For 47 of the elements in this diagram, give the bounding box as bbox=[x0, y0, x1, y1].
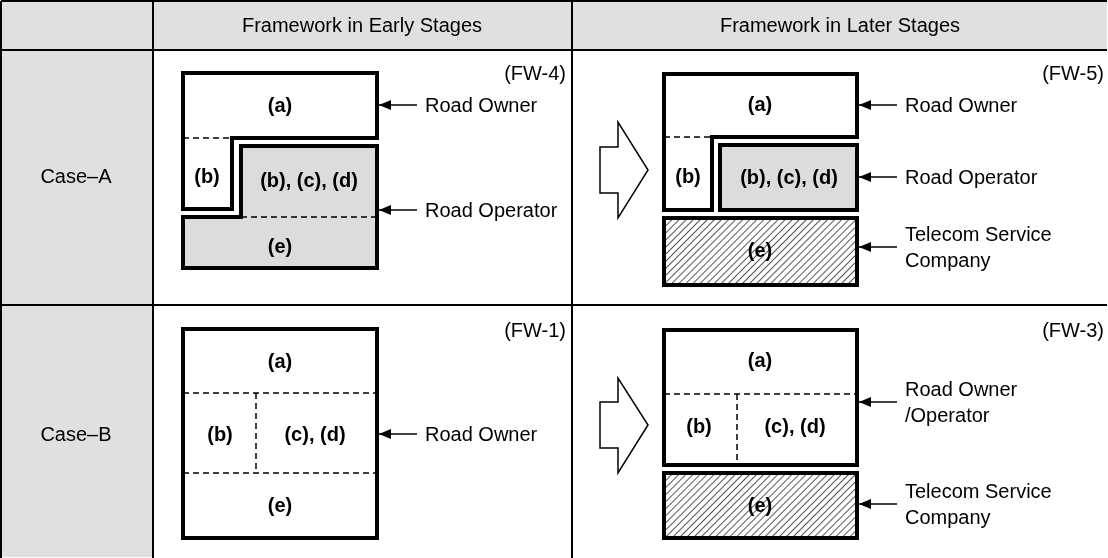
ownership-block bbox=[181, 327, 379, 540]
role-label: Road Owner bbox=[905, 92, 1018, 118]
leader-arrow bbox=[858, 100, 898, 110]
leader-arrow bbox=[858, 397, 898, 407]
row-header: Case–B bbox=[40, 422, 112, 446]
column-header: Framework in Later Stages bbox=[719, 13, 961, 37]
operator-block bbox=[718, 143, 859, 212]
operator-block bbox=[181, 144, 379, 270]
row-header: Case–A bbox=[40, 164, 112, 188]
role-label: Road Owner bbox=[425, 421, 538, 447]
role-label: Road Owner /Operator bbox=[905, 376, 1045, 428]
part-label: (a) bbox=[747, 348, 773, 372]
part-label: (b) bbox=[675, 164, 701, 188]
framework-code: (FW-5) bbox=[1042, 61, 1104, 85]
column-header: Framework in Early Stages bbox=[241, 13, 483, 37]
part-label: (a) bbox=[267, 349, 293, 373]
ownership-block bbox=[662, 72, 859, 212]
leader-arrow bbox=[858, 499, 898, 509]
leader-arrow bbox=[858, 172, 898, 182]
service-block bbox=[662, 216, 859, 287]
part-label: (c), (d) bbox=[764, 414, 826, 438]
part-label: (a) bbox=[267, 93, 293, 117]
part-label: (e) bbox=[267, 234, 293, 258]
role-label: Road Operator bbox=[425, 197, 558, 223]
role-label: Telecom Service Company bbox=[905, 478, 1080, 530]
framework-code: (FW-4) bbox=[504, 61, 566, 85]
framework-code: (FW-3) bbox=[1042, 318, 1104, 342]
part-label: (b), (c), (d) bbox=[740, 165, 838, 189]
role-label: Road Owner bbox=[425, 92, 538, 118]
service-block bbox=[662, 471, 859, 540]
part-label: (b) bbox=[194, 164, 220, 188]
part-label: (b), (c), (d) bbox=[260, 168, 358, 192]
role-label: Road Operator bbox=[905, 164, 1038, 190]
ownership-block bbox=[181, 71, 379, 211]
part-label: (e) bbox=[267, 493, 293, 517]
role-label: Telecom Service Company bbox=[905, 221, 1080, 273]
ownership-block bbox=[662, 328, 859, 467]
framework-code: (FW-1) bbox=[504, 318, 566, 342]
leader-arrow bbox=[858, 242, 898, 252]
leader-arrow bbox=[378, 100, 418, 110]
part-label: (b) bbox=[686, 414, 712, 438]
part-label: (b) bbox=[207, 422, 233, 446]
leader-arrow bbox=[378, 205, 418, 215]
part-label: (c), (d) bbox=[284, 422, 346, 446]
leader-arrow bbox=[378, 429, 418, 439]
part-label: (e) bbox=[747, 493, 773, 517]
part-label: (a) bbox=[747, 92, 773, 116]
